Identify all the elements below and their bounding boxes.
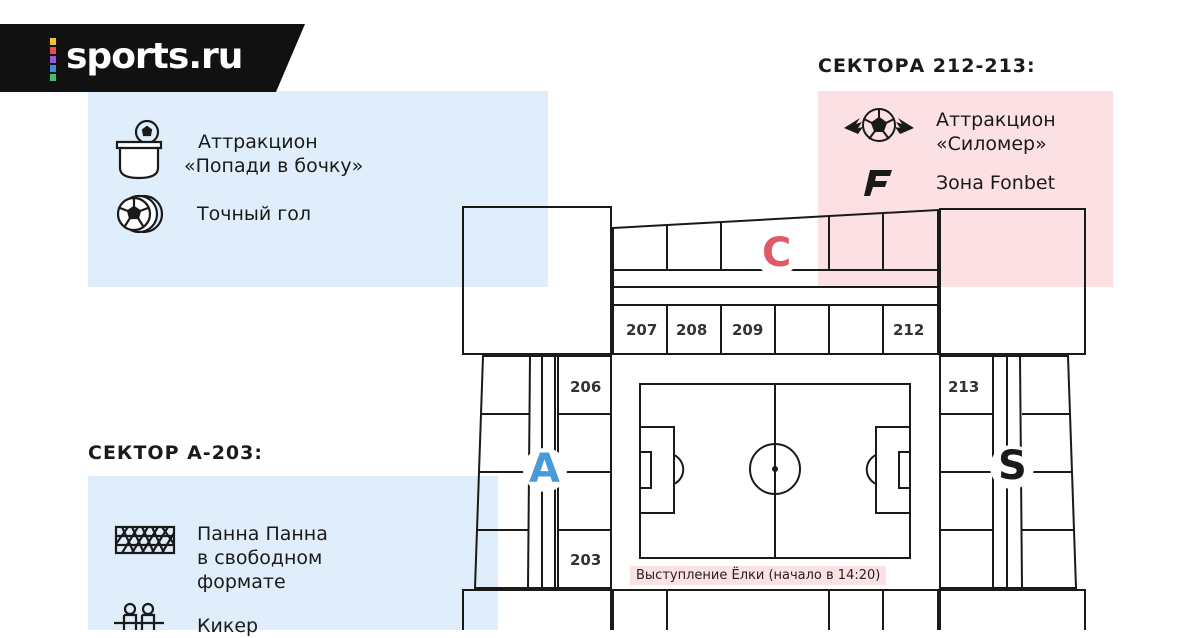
goal-net-icon bbox=[114, 525, 176, 555]
ball-bucket-icon bbox=[115, 119, 163, 180]
stand-c-outline bbox=[612, 208, 939, 355]
seat-label-203: 203 bbox=[570, 551, 602, 569]
stand-c-disc bbox=[755, 232, 799, 276]
stand-s-disc bbox=[990, 445, 1034, 489]
performance-label: Выступление Ёлки (начало в 14:20) bbox=[630, 566, 887, 585]
sector-a-203-item-1-text: Панна Панна в свободном формате bbox=[197, 523, 328, 593]
seat-label-209: 209 bbox=[732, 321, 764, 339]
sector-212-213-title: СЕКТОРА 212-213: bbox=[818, 55, 1036, 77]
football-pitch bbox=[639, 383, 911, 559]
ball-target-icon bbox=[116, 194, 164, 234]
corner-block-nw bbox=[462, 206, 612, 355]
top-left-item-1-text: Аттракцион «Попади в бочку» bbox=[184, 131, 364, 177]
sports-ru-logo[interactable]: sports.ru bbox=[0, 24, 305, 92]
seat-label-213: 213 bbox=[948, 378, 980, 396]
seat-label-207: 207 bbox=[626, 321, 658, 339]
seat-label-212: 212 bbox=[893, 321, 925, 339]
ball-wings-icon bbox=[844, 108, 914, 142]
sector-a-203-item-2-text: Кикер bbox=[197, 615, 259, 637]
sector-212-213-item-1-text: Аттракцион «Силомер» bbox=[936, 109, 1056, 155]
sector-212-213-item-2-text: Зона Fonbet bbox=[936, 172, 1056, 194]
sector-a-203-title: СЕКТОР А-203: bbox=[88, 442, 263, 464]
seat-label-206: 206 bbox=[570, 378, 602, 396]
fonbet-f-icon bbox=[864, 170, 892, 196]
corner-block-ne bbox=[939, 208, 1086, 355]
foosball-icon bbox=[114, 602, 164, 630]
top-left-item-2-text: Точный гол bbox=[197, 203, 312, 225]
stand-a-letter: A bbox=[529, 446, 560, 492]
stand-c-letter: C bbox=[762, 230, 792, 276]
stand-s-letter: S bbox=[998, 443, 1027, 489]
logo-text: sports.ru bbox=[66, 36, 243, 77]
seat-label-208: 208 bbox=[676, 321, 708, 339]
stand-a-outline bbox=[473, 355, 612, 589]
top-left-zone-box bbox=[88, 91, 548, 287]
stand-s-outline bbox=[939, 355, 1078, 589]
stand-a-disc bbox=[523, 448, 567, 492]
